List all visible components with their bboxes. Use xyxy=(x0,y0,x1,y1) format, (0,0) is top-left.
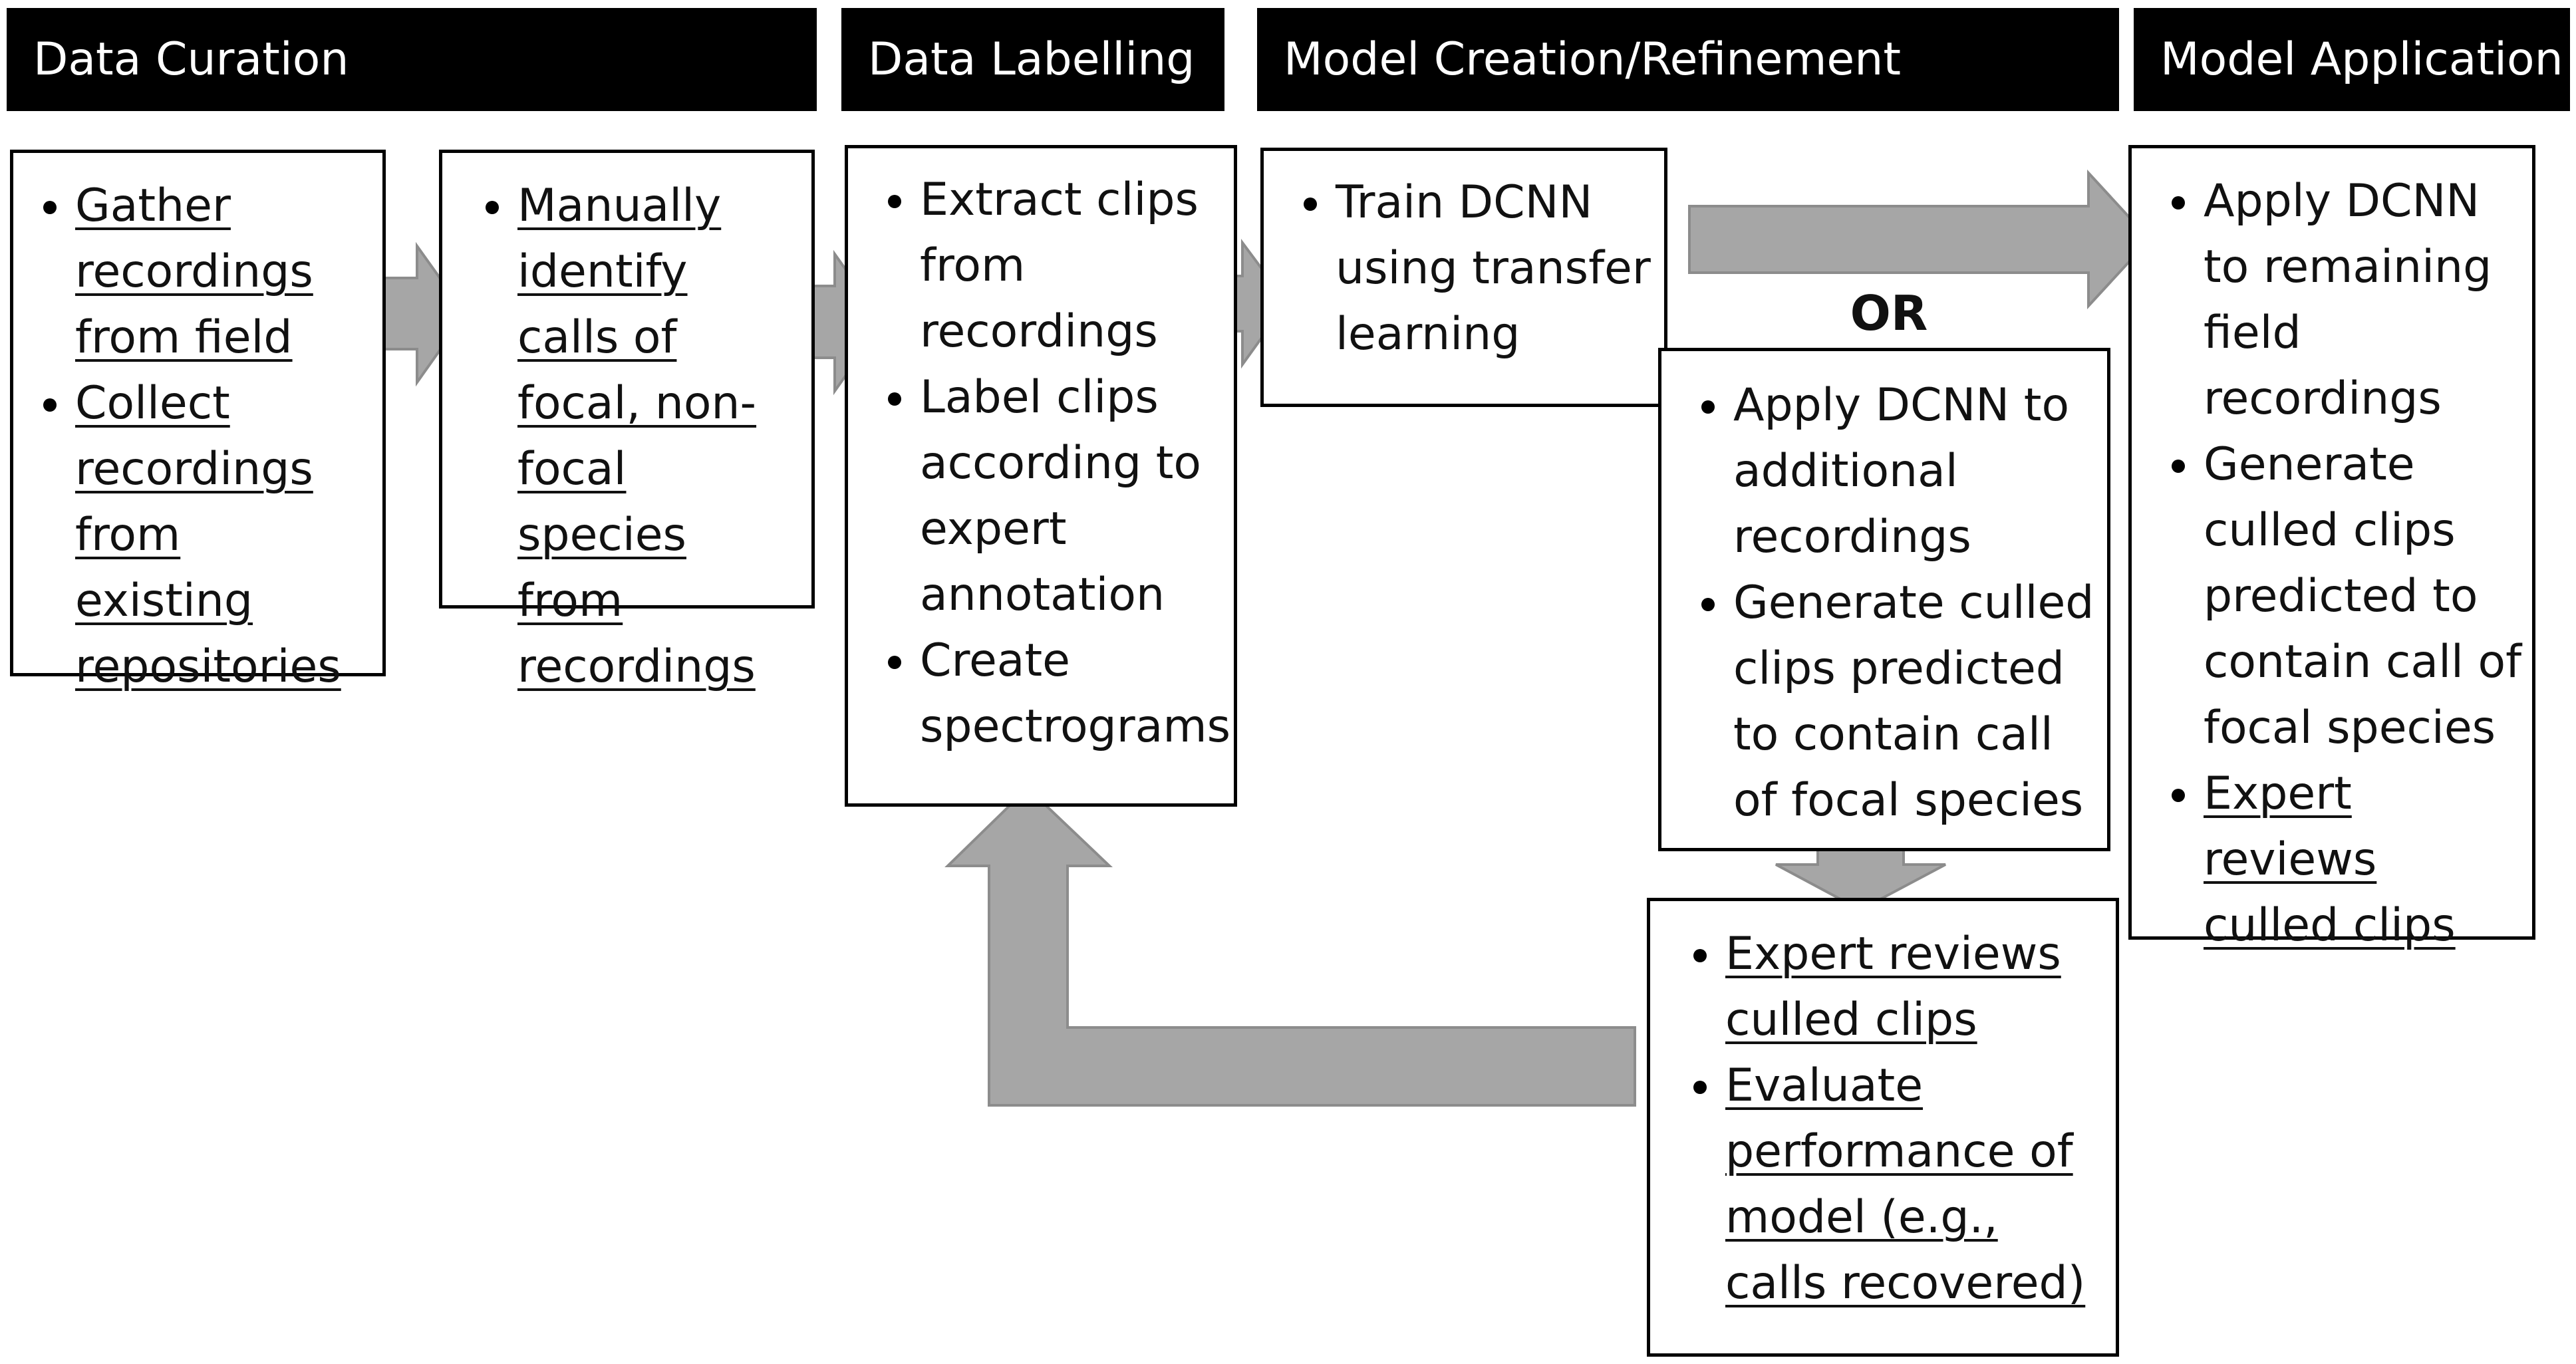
box-apply-additional: Apply DCNN to additional recordings Gene… xyxy=(1658,348,2110,851)
list-item: Generate culled clips predicted to conta… xyxy=(1701,570,2107,833)
list-item: Expert reviews culled clips xyxy=(1693,921,2116,1053)
list-item: Gather recordings from field xyxy=(43,173,382,370)
box-expert-review: Expert reviews culled clips Evaluate per… xyxy=(1647,898,2119,1357)
list-item: Create spectrograms xyxy=(888,628,1234,759)
arrow-review-to-labelling xyxy=(944,786,1636,1107)
header-data-curation: Data Curation xyxy=(7,8,817,111)
header-model-application: Model Application xyxy=(2134,8,2570,111)
or-label: OR xyxy=(1850,285,1928,341)
list-item: Collect recordings from existing reposit… xyxy=(43,370,382,700)
box-data-curation: Gather recordings from field Collect rec… xyxy=(10,150,386,693)
list-item: Expert reviews culled clips xyxy=(2172,761,2532,958)
box-manual-identification: Manually identify calls of focal, non-fo… xyxy=(439,150,815,693)
header-data-labelling: Data Labelling xyxy=(841,8,1224,111)
arrow-train-to-application xyxy=(1688,169,2152,310)
list-item: Generate culled clips predicted to conta… xyxy=(2172,432,2532,761)
list-item: Apply DCNN to additional recordings xyxy=(1701,372,2107,570)
list-item: Manually identify calls of focal, non-fo… xyxy=(486,173,811,700)
box-model-application: Apply DCNN to remaining field recordings… xyxy=(2128,145,2535,952)
list-item: Apply DCNN to remaining field recordings xyxy=(2172,168,2532,432)
box-train-dcnn: Train DCNN using transfer learning xyxy=(1260,148,1667,407)
list-item: Extract clips from recordings xyxy=(888,167,1234,364)
list-item: Train DCNN using transfer learning xyxy=(1304,170,1664,367)
box-data-labelling: Extract clips from recordings Label clip… xyxy=(845,145,1237,807)
list-item: Label clips according to expert annotati… xyxy=(888,364,1234,628)
header-model-creation: Model Creation/Refinement xyxy=(1257,8,2119,111)
list-item: Evaluate performance of model (e.g., cal… xyxy=(1693,1053,2116,1316)
